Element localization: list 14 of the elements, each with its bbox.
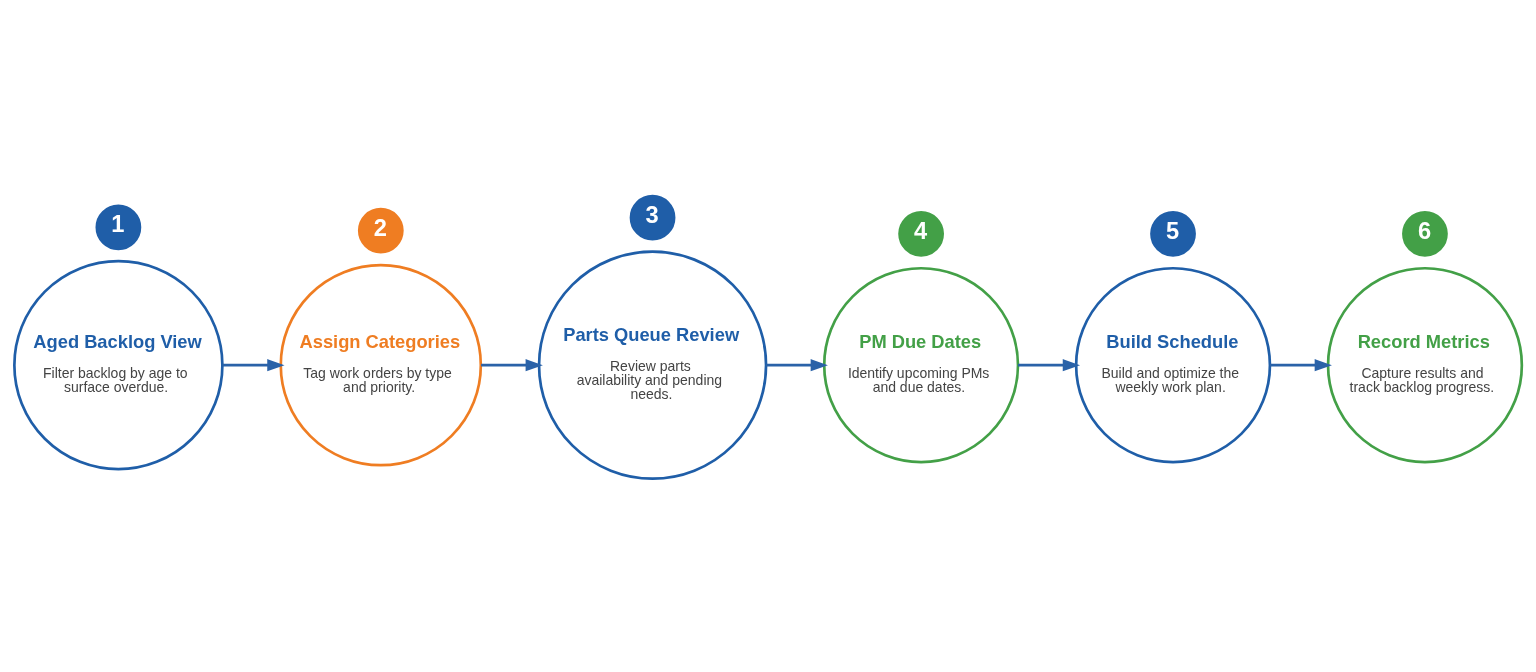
node-circle: 3 [626, 191, 679, 244]
node-circle: Record Metrics Capture results and track backlog progress. [1326, 266, 1524, 464]
arrow [1018, 359, 1080, 372]
arrow [481, 359, 543, 372]
node-circle: 1 [92, 201, 145, 254]
node-circle: Parts Queue Review Review parts availability and pending needs. [537, 250, 768, 480]
arrow [766, 359, 828, 372]
node-circle: Build Schedule Build and optimize the weekly work plan. [1074, 266, 1272, 464]
node-circle: Assign Categories Tag work orders by type and priority. [279, 263, 483, 467]
node-circle: 2 [354, 204, 407, 257]
node-circle: PM Due Dates Identify upcoming PMs and due dates. [822, 266, 1020, 464]
arrow [222, 359, 285, 372]
node-circle: Aged Backlog View Filter backlog by age to surface overdue. [13, 259, 224, 471]
arrow [1269, 359, 1332, 372]
